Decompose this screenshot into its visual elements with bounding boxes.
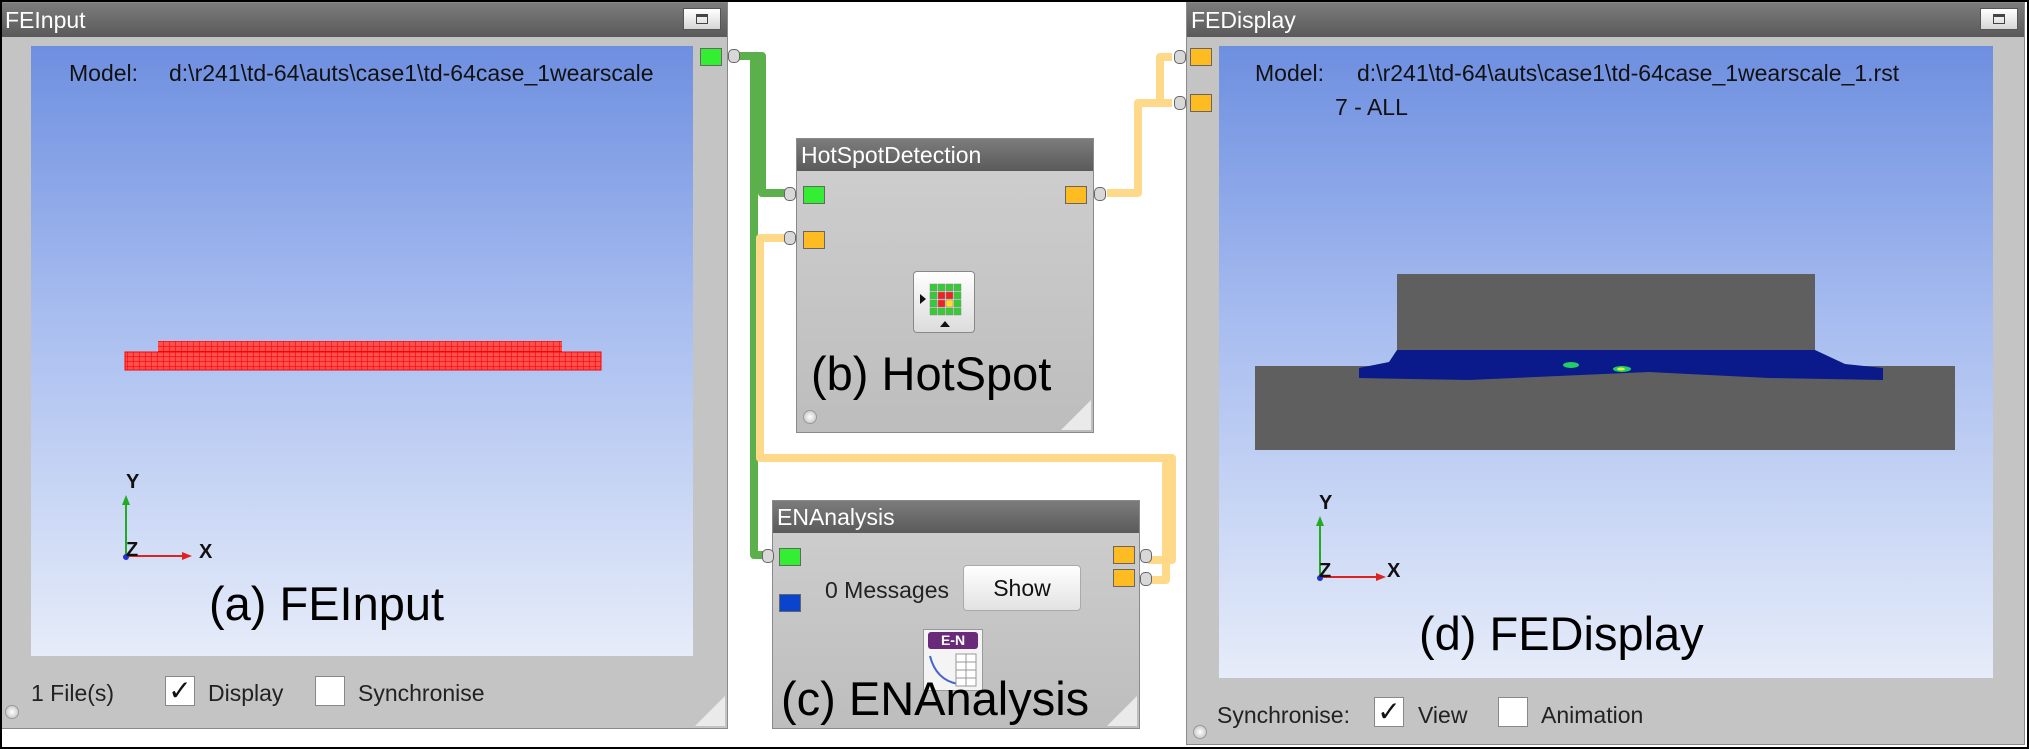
port-connector[interactable] <box>728 49 740 63</box>
enanalysis-titlebar[interactable]: ENAnalysis <box>773 501 1139 533</box>
upper-block <box>1397 274 1815 356</box>
corner-dot <box>1193 725 1207 739</box>
files-count: 1 File(s) <box>31 680 115 706</box>
axis-triad <box>122 495 192 560</box>
en-badge: E-N <box>928 632 978 649</box>
wire-top-orange[interactable] <box>1156 53 1172 103</box>
show-messages-button[interactable]: Show <box>963 565 1081 611</box>
messages-count: 0 Messages <box>825 577 949 603</box>
wire-feinput-hotspot[interactable] <box>730 52 790 197</box>
enanalysis-output-port-1[interactable] <box>1113 546 1135 564</box>
port-connector[interactable] <box>1094 187 1106 201</box>
hotspot-grid-icon[interactable] <box>913 271 975 333</box>
feinput-viewport[interactable]: Model: d:\r241\td-64\auts\case1\td-64cas… <box>31 46 693 656</box>
fedisplay-panel: FEDisplay Model: d:\r241\td-64\auts\case… <box>1186 2 2025 745</box>
en-curve-icon[interactable]: E-N <box>923 629 983 691</box>
wire-enanalysis-out[interactable] <box>1148 458 1170 584</box>
model-path: d:\r241\td-64\auts\case1\td-64case_1wear… <box>1357 60 1900 86</box>
feinput-titlebar[interactable]: FEInput <box>1 3 727 37</box>
corner-dot <box>803 410 817 424</box>
animation-checkbox[interactable] <box>1498 697 1528 727</box>
port-connector[interactable] <box>1140 549 1152 563</box>
display-label: Display <box>208 680 284 706</box>
mesh-lower-body <box>125 352 601 370</box>
fedisplay-caption: (d) FEDisplay <box>1419 607 1704 660</box>
fedisplay-titlebar[interactable]: FEDisplay <box>1187 3 2024 37</box>
display-checkbox[interactable]: ✓ <box>165 676 195 706</box>
wire-hotspot-fedisplay[interactable] <box>1107 99 1172 197</box>
enanalysis-input-port[interactable] <box>779 548 801 566</box>
hotspot-titlebar[interactable]: HotSpotDetection <box>797 139 1093 171</box>
model-path: d:\r241\td-64\auts\case1\td-64case_1wear… <box>169 60 654 86</box>
corner-dot <box>5 705 19 719</box>
hotspot-caption: (b) HotSpot <box>811 347 1052 400</box>
axis-z-label: Z <box>126 539 139 561</box>
view-label: View <box>1418 702 1468 728</box>
animation-label: Animation <box>1541 702 1644 728</box>
port-connector[interactable] <box>1174 50 1186 64</box>
axis-triad <box>1316 516 1386 581</box>
fedisplay-input-port-2[interactable] <box>1190 94 1212 112</box>
synchronise-label: Synchronise: <box>1217 702 1350 728</box>
feinput-caption: (a) FEInput <box>209 577 445 630</box>
enanalysis-status-port[interactable] <box>779 594 801 612</box>
fe-mesh <box>124 341 602 371</box>
result-set-label: 7 - ALL <box>1335 94 1408 120</box>
enanalysis-output-port-2[interactable] <box>1113 569 1135 587</box>
view-checkbox[interactable]: ✓ <box>1374 697 1404 727</box>
contact-region <box>1359 350 1883 380</box>
resize-grip[interactable] <box>695 696 725 726</box>
enanalysis-caption: (c) ENAnalysis <box>781 672 1090 725</box>
resize-grip[interactable] <box>1107 696 1137 726</box>
enanalysis-panel: ENAnalysis 0 Messages Show E-N (c) ENAna… <box>772 500 1140 729</box>
feinput-panel: FEInput Model: d:\r241\td-64\auts\case1\… <box>0 2 728 729</box>
lower-block <box>1255 366 1955 450</box>
mesh-upper-body <box>158 341 562 353</box>
fedisplay-input-port-1[interactable] <box>1190 48 1212 66</box>
port-connector[interactable] <box>784 231 796 245</box>
model-label: Model: <box>69 60 139 86</box>
axis-y-label: Y <box>1319 492 1333 514</box>
synchronise-checkbox[interactable] <box>315 676 345 706</box>
maximize-button[interactable] <box>1980 8 2018 30</box>
port-connector[interactable] <box>762 549 774 563</box>
port-connector[interactable] <box>1174 96 1186 110</box>
axis-z-label: Z <box>1319 560 1332 582</box>
port-connector[interactable] <box>1140 572 1152 586</box>
hotspot-output-port[interactable] <box>1065 186 1087 204</box>
hotspot-input-port-1[interactable] <box>803 186 825 204</box>
hotspot-panel: HotSpotDetection (b) HotSpot <box>796 138 1094 433</box>
fedisplay-viewport[interactable]: Model: d:\r241\td-64\auts\case1\td-64cas… <box>1219 46 1993 678</box>
port-connector[interactable] <box>784 187 796 201</box>
feinput-output-port[interactable] <box>700 48 722 66</box>
fe-result-model <box>1255 274 1955 450</box>
synchronise-label: Synchronise <box>358 680 485 706</box>
maximize-button[interactable] <box>683 8 721 30</box>
model-label: Model: <box>1255 60 1325 86</box>
axis-x-label: X <box>199 541 213 563</box>
axis-y-label: Y <box>126 471 140 493</box>
hotspot-input-port-2[interactable] <box>803 231 825 249</box>
axis-x-label: X <box>1387 560 1401 582</box>
resize-grip[interactable] <box>1061 400 1091 430</box>
